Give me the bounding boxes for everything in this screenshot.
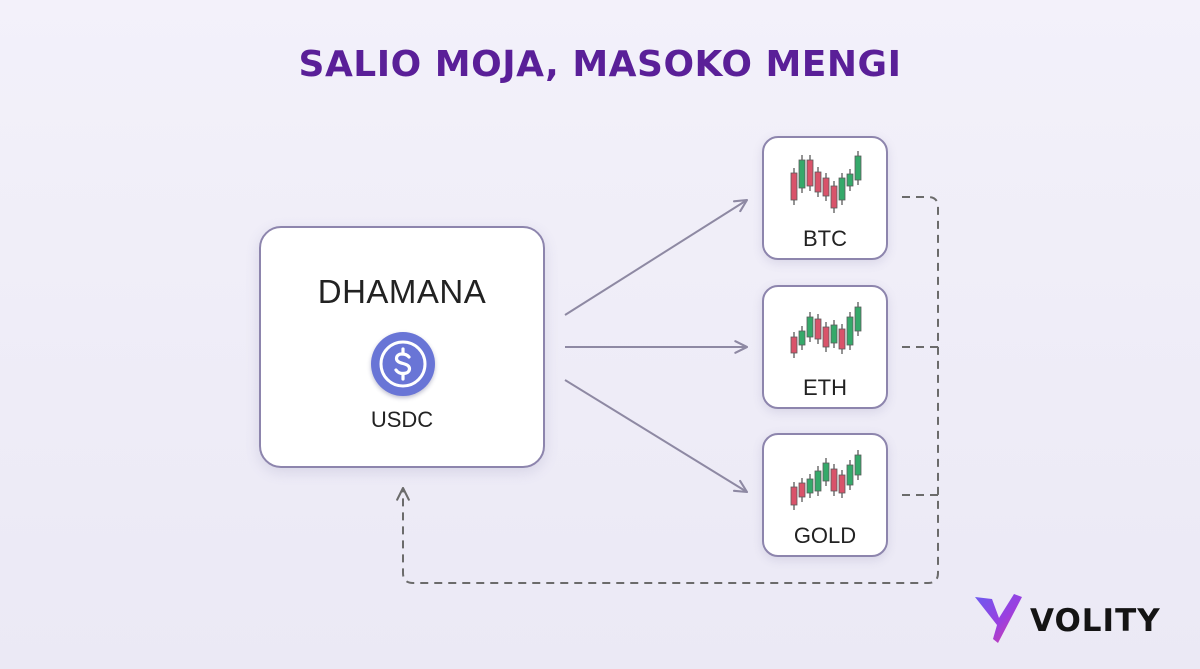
return-path	[396, 196, 939, 584]
candle-body	[822, 326, 830, 348]
candle-body	[846, 173, 854, 187]
market-card-btc: BTC	[762, 136, 888, 260]
market-card-eth: ETH	[762, 285, 888, 409]
candlestick-chart-icon	[790, 151, 862, 213]
candle-body	[838, 328, 846, 350]
candle-body	[806, 478, 814, 494]
candle-body	[854, 155, 862, 181]
arrow-to-btc	[564, 198, 749, 316]
coin-label: USDC	[370, 407, 434, 432]
candle-body	[806, 316, 814, 338]
market-label-btc: BTC	[803, 226, 847, 251]
brand-name: VOLITY	[1030, 603, 1161, 639]
brand-logo: VOLITY	[972, 591, 1182, 647]
collateral-label: DHAMANA	[317, 273, 487, 310]
candle-body	[830, 324, 838, 344]
candle-body	[838, 474, 846, 494]
volity-logo-icon	[975, 594, 1022, 643]
usdc-dollar-icon	[371, 332, 435, 396]
candle-body	[814, 318, 822, 340]
candle-body	[822, 462, 830, 482]
arrow-to-gold	[564, 379, 749, 494]
candle-body	[838, 177, 846, 201]
candle-body	[814, 470, 822, 492]
diagram-title: SALIO MOJA, MASOKO MENGI	[298, 44, 902, 85]
candle-body	[798, 159, 806, 189]
candle-body	[814, 171, 822, 193]
candle-body	[846, 316, 854, 346]
candle-body	[790, 486, 798, 506]
candle-body	[846, 464, 854, 486]
market-label-eth: ETH	[803, 375, 847, 400]
candle-body	[798, 482, 806, 498]
collateral-card: DHAMANA USDC	[259, 226, 545, 468]
candle-body	[790, 172, 798, 201]
candle-body	[830, 185, 838, 209]
candlestick-chart-icon	[790, 302, 862, 358]
market-label-gold: GOLD	[793, 523, 857, 548]
candle-body	[822, 177, 830, 197]
candle-body	[790, 336, 798, 354]
candle-body	[806, 159, 814, 187]
candle-body	[830, 468, 838, 492]
candle-body	[854, 454, 862, 476]
candle-body	[798, 330, 806, 346]
candle-body	[854, 306, 862, 332]
market-card-gold: GOLD	[762, 433, 888, 557]
candlestick-chart-icon	[790, 450, 862, 510]
